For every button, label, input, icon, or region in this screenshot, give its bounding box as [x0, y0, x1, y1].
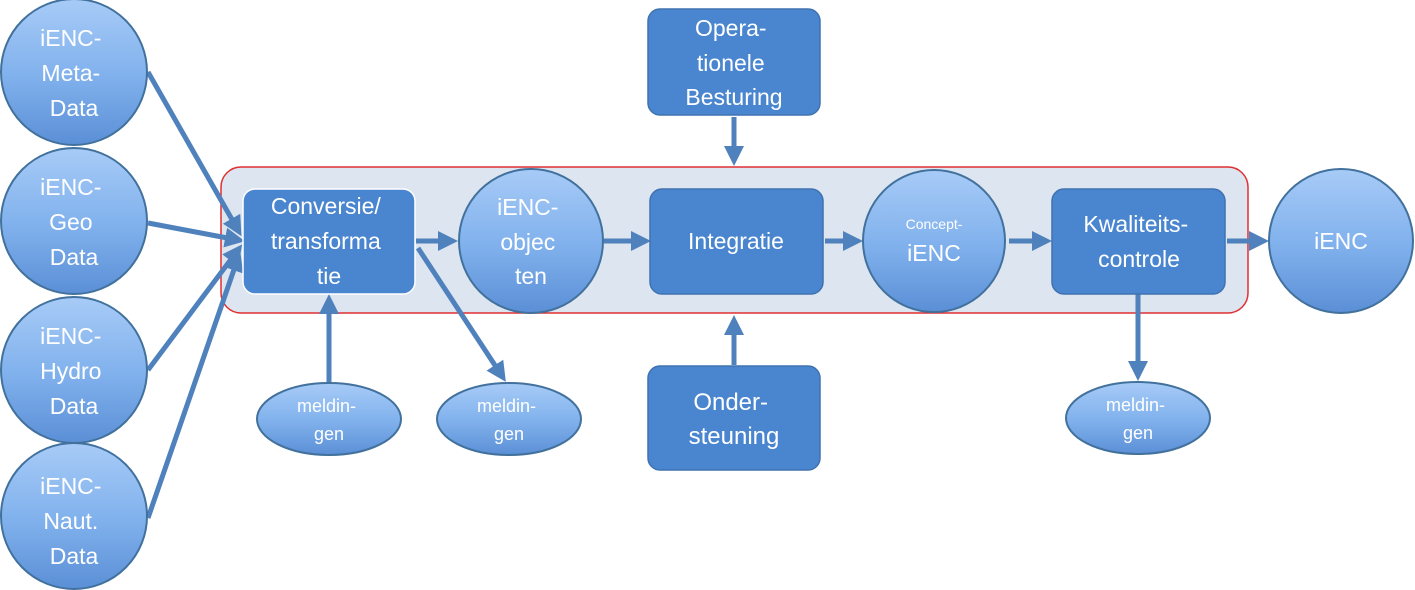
arrows [145, 70, 1270, 519]
arrow-geo-to-conversion [147, 220, 245, 248]
ienc-objects-line-2: objec [500, 229, 555, 255]
conversion-line-1: Conversie/ [271, 193, 382, 219]
concept-ienc-circle [862, 169, 1006, 313]
messages-conversion-out-line-2: gen [494, 424, 524, 444]
quality-control-rect [1051, 188, 1226, 295]
quality-control-line-2: controle [1098, 246, 1180, 272]
quality-control-line-1: Kwaliteits- [1083, 211, 1188, 237]
input-naut-line-3: Data [50, 543, 99, 569]
svg-text:meldin- gen: meldin- gen [297, 396, 361, 444]
output-ienc-node: iENC [1268, 168, 1414, 314]
arrow-naut-to-conversion [145, 251, 244, 519]
input-naut-line-1: iENC- [40, 473, 101, 499]
input-geo-data: iENC- Geo Data [0, 147, 148, 295]
messages-conversion-in-line-1: meldin- [297, 396, 356, 416]
support-line-2: steuning [689, 423, 780, 450]
messages-conversion-in-ellipse [256, 382, 402, 456]
messages-quality-out-ellipse [1065, 381, 1211, 455]
conversion-box: Conversie/ transforma tie [242, 188, 416, 295]
concept-ienc-small-label: Concept- [906, 216, 963, 232]
ienc-objects-circle [458, 168, 604, 314]
input-meta-line-2: Meta- [41, 60, 100, 86]
integration-rect [649, 188, 824, 295]
conversion-rect [242, 188, 416, 295]
operational-control-line-1: Opera- [695, 15, 767, 41]
input-hydro-line-2: Hydro [40, 358, 101, 384]
svg-text:Onder- steuning: Onder- steuning [689, 389, 780, 450]
concept-ienc-node: Concept- iENC [862, 169, 1006, 313]
operational-control-rect [647, 8, 821, 116]
messages-quality-out-line-2: gen [1123, 423, 1153, 443]
svg-text:iENC- Naut. Data: iENC- Naut. Data [40, 473, 108, 569]
support-box: Onder- steuning [647, 365, 821, 471]
messages-quality-out-line-1: meldin- [1106, 395, 1165, 415]
input-meta-line-3: Data [50, 95, 99, 121]
svg-text:Kwaliteits- controle: Kwaliteits- controle [1083, 211, 1194, 272]
input-naut-line-2: Naut. [43, 508, 98, 534]
conversion-line-2: transforma [271, 228, 381, 254]
svg-text:Opera- tionele Bes: Opera- tionele Besturing [685, 15, 782, 110]
ienc-objects-line-1: iENC- [497, 194, 558, 220]
output-ienc-circle [1268, 168, 1414, 314]
svg-text:Conversie/ transforma: Conversie/ transforma tie [271, 193, 387, 289]
input-meta-data-circle [0, 0, 148, 146]
support-line-1: Onder- [693, 389, 768, 416]
messages-conversion-out-line-1: meldin- [477, 396, 536, 416]
input-hydro-line-1: iENC- [40, 323, 101, 349]
input-hydro-data: iENC- Hydro Data [0, 296, 148, 444]
messages-conversion-in-line-2: gen [314, 424, 344, 444]
arrow-conversion-to-messages [415, 246, 506, 382]
input-naut-data: iENC- Naut. Data [0, 442, 148, 590]
arrow-hydro-to-conversion [146, 244, 243, 372]
operational-control-box: Opera- tionele Besturing [647, 8, 821, 116]
svg-text:meldin- gen: meldin- gen [477, 396, 541, 444]
conversion-line-3: tie [317, 263, 341, 289]
svg-text:iENC- objec ten: iENC- objec ten [497, 194, 565, 289]
input-naut-data-circle [0, 442, 148, 590]
ienc-objects-node: iENC- objec ten [458, 168, 604, 314]
integration-label: Integratie [688, 228, 784, 254]
quality-control-box: Kwaliteits- controle [1051, 188, 1226, 295]
concept-ienc-main-label: iENC [907, 240, 961, 266]
input-geo-data-circle [0, 147, 148, 295]
ienc-objects-line-3: ten [515, 263, 547, 289]
support-rect [647, 365, 821, 471]
input-meta-data: iENC- Meta- Data [0, 0, 148, 146]
svg-text:iENC- Geo Data: iENC- Geo Data [40, 174, 108, 270]
messages-conversion-out: meldin- gen [436, 382, 582, 456]
input-geo-line-2: Geo [49, 209, 92, 235]
input-geo-line-3: Data [50, 244, 99, 270]
input-hydro-line-3: Data [50, 393, 99, 419]
svg-text:iENC- Hydro Data: iENC- Hydro Data [40, 323, 108, 419]
svg-text:meldin- gen: meldin- gen [1106, 395, 1170, 443]
svg-text:iENC- Meta- Data: iENC- Meta- Data [40, 25, 108, 121]
integration-box: Integratie [649, 188, 824, 295]
messages-conversion-in: meldin- gen [256, 382, 402, 456]
operational-control-line-3: Besturing [685, 84, 782, 110]
input-meta-line-1: iENC- [40, 25, 101, 51]
messages-conversion-out-ellipse [436, 382, 582, 456]
input-geo-line-1: iENC- [40, 174, 101, 200]
output-ienc-label: iENC [1314, 228, 1368, 254]
operational-control-line-2: tionele [697, 50, 765, 76]
messages-quality-out: meldin- gen [1065, 381, 1211, 455]
arrow-meta-to-conversion [145, 70, 242, 237]
